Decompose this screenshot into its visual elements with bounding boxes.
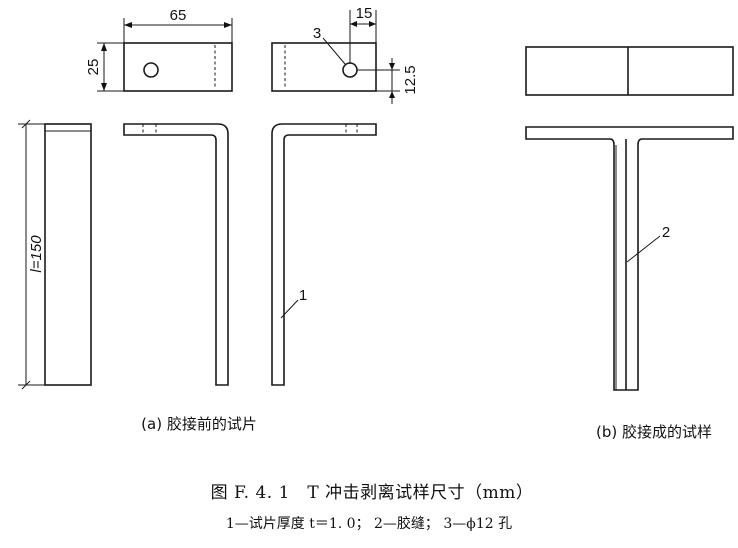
callout-2-label: 2 <box>662 224 670 241</box>
offset-12-5-dimension: 12.5 <box>357 58 419 104</box>
l-piece-right <box>271 123 377 386</box>
length-label: l=150 <box>28 235 45 273</box>
callout-3: 3 <box>313 25 346 65</box>
figure-legend: 1—试片厚度 t＝1. 0； 2—胶缝； 3—ϕ12 孔 <box>226 515 512 532</box>
caption-b: (b) 胶接成的试样 <box>596 423 712 441</box>
callout-2: 2 <box>626 224 670 263</box>
height-label: 25 <box>85 59 102 76</box>
plan-view-left <box>123 42 233 92</box>
width-label: 65 <box>170 7 187 24</box>
l-piece-left <box>123 123 229 386</box>
offset-15-label: 15 <box>356 5 373 22</box>
plan-view-right <box>271 42 377 92</box>
bonded-plan-view <box>525 46 734 96</box>
callout-1: 1 <box>280 287 307 319</box>
width-dimension: 65 <box>123 7 233 43</box>
height-dimension: 25 <box>85 42 124 92</box>
offset-12-5-label: 12.5 <box>402 65 419 94</box>
callout-1-label: 1 <box>299 287 307 304</box>
length-dimension: l=150 <box>18 119 45 390</box>
offset-15-dimension: 15 <box>349 5 377 64</box>
side-view-strip <box>44 123 92 386</box>
callout-3-label: 3 <box>313 25 321 42</box>
t-specimen <box>525 126 734 391</box>
figure-title: 图 F. 4. 1 T 冲击剥离试样尺寸（mm） <box>211 483 534 503</box>
caption-a: (a) 胶接前的试片 <box>141 415 257 433</box>
